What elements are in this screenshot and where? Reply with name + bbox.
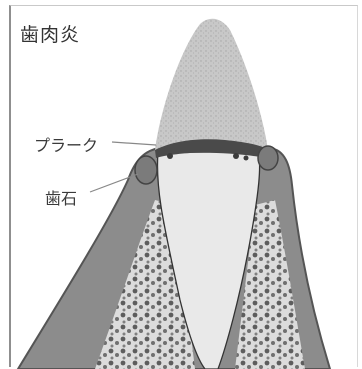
plaque-spot <box>233 153 239 159</box>
plaque-leader-line <box>112 142 156 145</box>
calculus-right <box>258 146 278 170</box>
plaque-spot <box>167 153 173 159</box>
calculus-left <box>135 156 157 184</box>
plaque-spot <box>244 156 249 161</box>
calculus-label: 歯石 <box>45 185 77 209</box>
tooth-crown <box>155 19 268 150</box>
plaque-label: プラーク <box>34 132 98 156</box>
